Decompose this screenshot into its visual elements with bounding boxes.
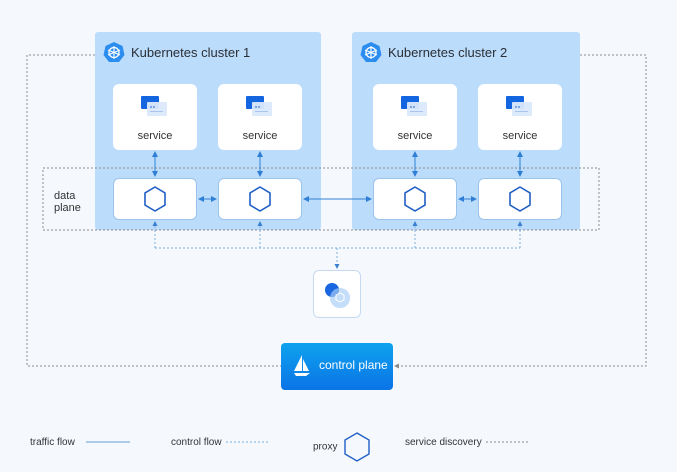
service-card[interactable]: service <box>113 84 197 150</box>
service-discovery-node[interactable] <box>313 270 361 318</box>
service-card[interactable]: service <box>218 84 302 150</box>
data-plane-label: data plane <box>54 190 81 214</box>
service-icon <box>141 96 167 116</box>
proxy-box[interactable] <box>113 178 197 220</box>
control-plane-button[interactable]: control plane <box>281 343 393 390</box>
legend-control-flow: control flow <box>171 437 272 448</box>
traffic-flow-swatch <box>85 441 130 443</box>
control-flow-swatch <box>226 441 271 443</box>
service-card[interactable]: service <box>373 84 457 150</box>
service-discovery-swatch <box>486 441 531 443</box>
data-plane-label-line2: plane <box>54 202 81 214</box>
legend-service-discovery-label: service discovery <box>405 437 482 448</box>
service-icon <box>246 96 272 116</box>
service-icon <box>506 96 532 116</box>
service-discovery-icon <box>325 283 350 308</box>
cluster-title: Kubernetes cluster 1 <box>131 45 251 60</box>
istio-sail-icon <box>294 355 310 376</box>
legend-control-flow-label: control flow <box>171 437 222 448</box>
kubernetes-icon <box>103 42 125 62</box>
legend-proxy-label: proxy <box>313 441 338 453</box>
proxy-box[interactable] <box>478 178 562 220</box>
hexagon-icon <box>404 186 426 212</box>
control-plane-label: control plane <box>319 358 388 372</box>
service-discovery-line-left <box>26 54 281 367</box>
service-label: service <box>502 130 538 142</box>
proxy-box[interactable] <box>218 178 302 220</box>
cluster-title: Kubernetes cluster 2 <box>388 45 508 60</box>
proxy-box[interactable] <box>373 178 457 220</box>
service-discovery-line-right <box>394 54 647 369</box>
service-icon <box>401 96 427 116</box>
data-plane-label-line1: data <box>54 190 76 202</box>
service-card[interactable]: service <box>478 84 562 150</box>
legend-traffic-flow-label: traffic flow <box>30 437 75 448</box>
control-flow-lines <box>152 221 523 269</box>
hexagon-icon <box>249 186 271 212</box>
traffic-flow-lines <box>152 151 523 202</box>
data-plane-boundary <box>42 167 600 231</box>
hexagon-icon <box>344 432 370 462</box>
service-label: service <box>242 130 278 142</box>
legend-proxy: proxy <box>313 432 370 462</box>
kubernetes-icon <box>360 42 382 62</box>
hexagon-icon <box>509 186 531 212</box>
legend-traffic-flow: traffic flow <box>30 437 132 448</box>
hexagon-icon <box>144 186 166 212</box>
legend-service-discovery: service discovery <box>405 437 532 448</box>
service-label: service <box>137 130 173 142</box>
service-label: service <box>397 130 433 142</box>
